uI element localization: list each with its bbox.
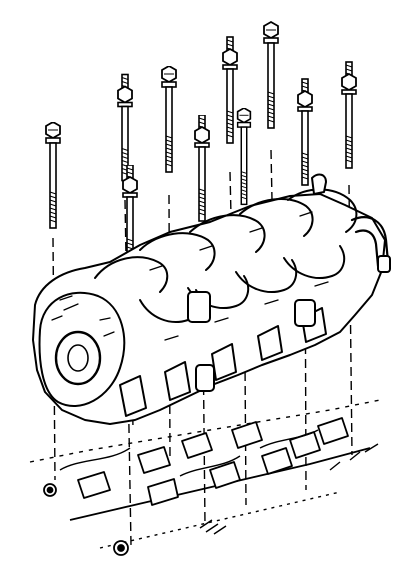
bolt-5	[194, 115, 210, 222]
bolt-7	[236, 108, 252, 206]
bolt-3	[161, 66, 177, 173]
bolt-2	[117, 73, 133, 182]
bolt-8	[262, 20, 280, 130]
bolt-10	[340, 60, 358, 170]
bolt-1	[45, 122, 61, 229]
bolt-9	[296, 77, 314, 187]
bolt-6	[221, 35, 239, 145]
engine-block-ports	[29, 399, 381, 556]
intake-manifold	[32, 173, 391, 425]
